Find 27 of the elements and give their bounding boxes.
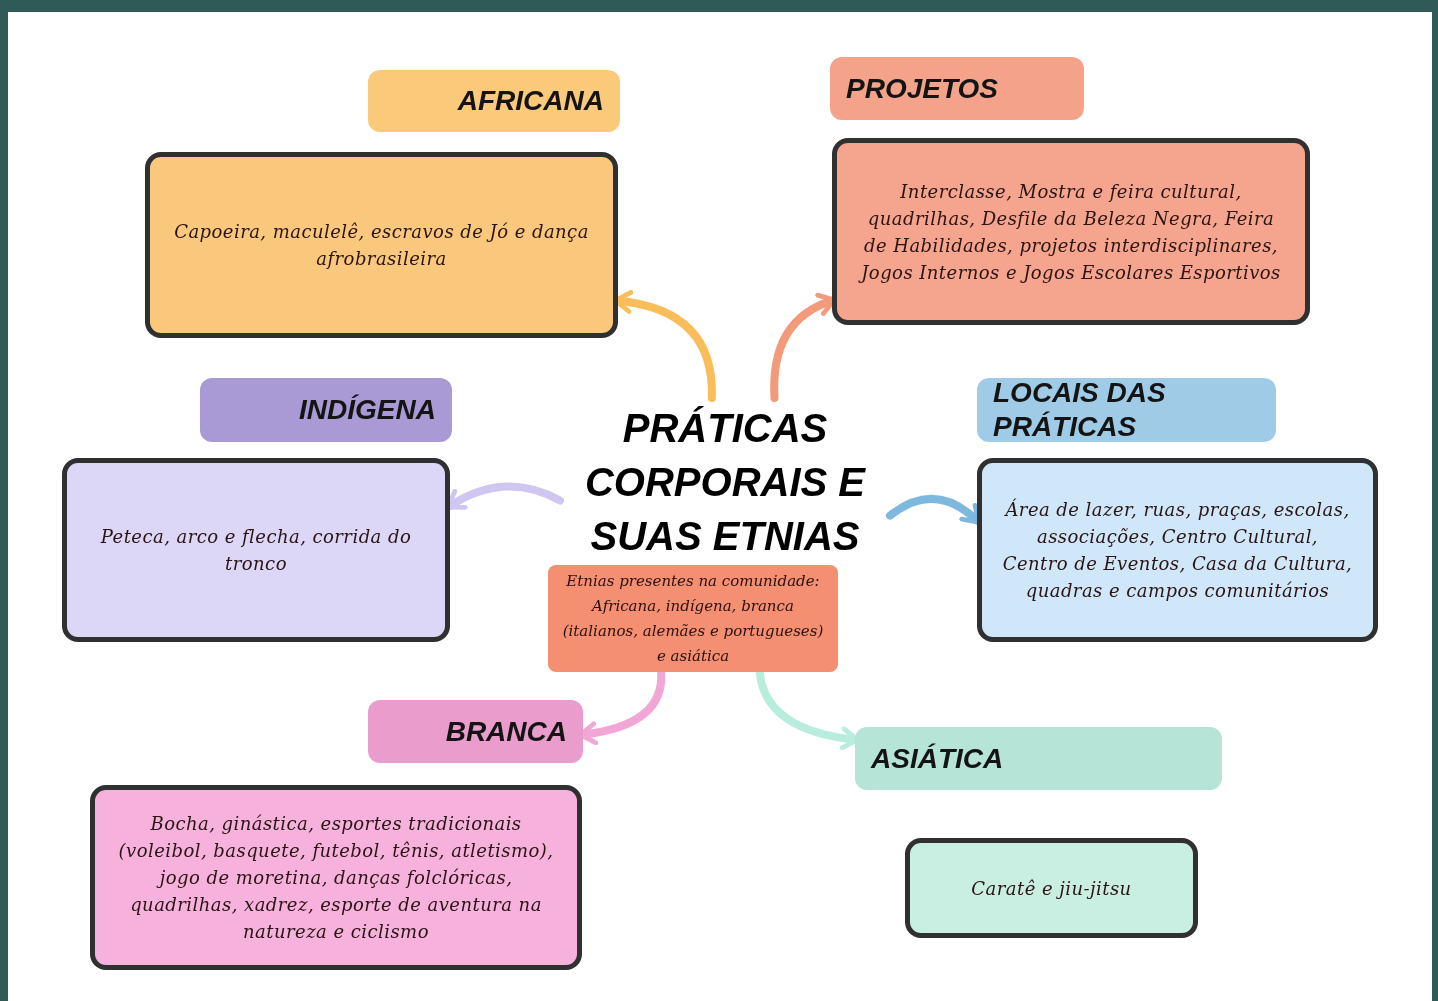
body-text: Interclasse, Mostra e feira cultural, quadrilhas, Desfile da Beleza Negra, Feira de Habilidades, projetos interdisciplinares, Jogos Internos e Jogos Escolares Esportivos (857, 177, 1285, 286)
body-text: Área de lazer, ruas, praças, escolas, associações, Centro Cultural, Centro de Eventos, Casa da Cultura, quadras e campos comunitários (1002, 497, 1353, 603)
category-header (368, 700, 583, 763)
header-text: ASIÁTICA (871, 741, 1004, 776)
central-title: PRÁTICAS CORPORAIS E SUAS ETNIAS (583, 405, 867, 560)
body-text: Capoeira, maculelê, escravos de Jó e dança afrobrasileira (173, 220, 590, 271)
header-text: LOCAIS DAS PRÁTICAS (993, 376, 1167, 444)
header-text: AFRICANA (457, 84, 604, 118)
content-box (145, 152, 618, 338)
content-box (62, 458, 450, 642)
category-header (977, 378, 1276, 442)
body-text: Bocha, ginástica, esportes tradicionais (voleibol, basquete, futebol, tênis, atletismo), jogo de moretina, danças folclóricas, quadrilhas, xadrez, esporte de aventura na natureza e ciclismo (117, 812, 555, 944)
content-box (832, 138, 1310, 325)
category-header (200, 378, 452, 442)
body-text: Caratê e jiu-jitsu (971, 876, 1132, 901)
category-header (368, 70, 620, 132)
body-text: Etnias presentes na comunidade: Africana, indígena, branca (italianos, alemães e portugueses) e asiática (561, 570, 825, 667)
content-box (90, 785, 582, 970)
content-box (977, 458, 1378, 642)
header-text: INDÍGENA (299, 393, 436, 427)
content-box (905, 838, 1198, 938)
summary-box (548, 565, 838, 672)
category-header (830, 57, 1084, 120)
header-text: BRANCA (445, 714, 567, 749)
category-header (855, 727, 1222, 790)
header-text: PROJETOS (846, 71, 998, 106)
body-text: Peteca, arco e flecha, corrida do tronco (99, 525, 413, 576)
